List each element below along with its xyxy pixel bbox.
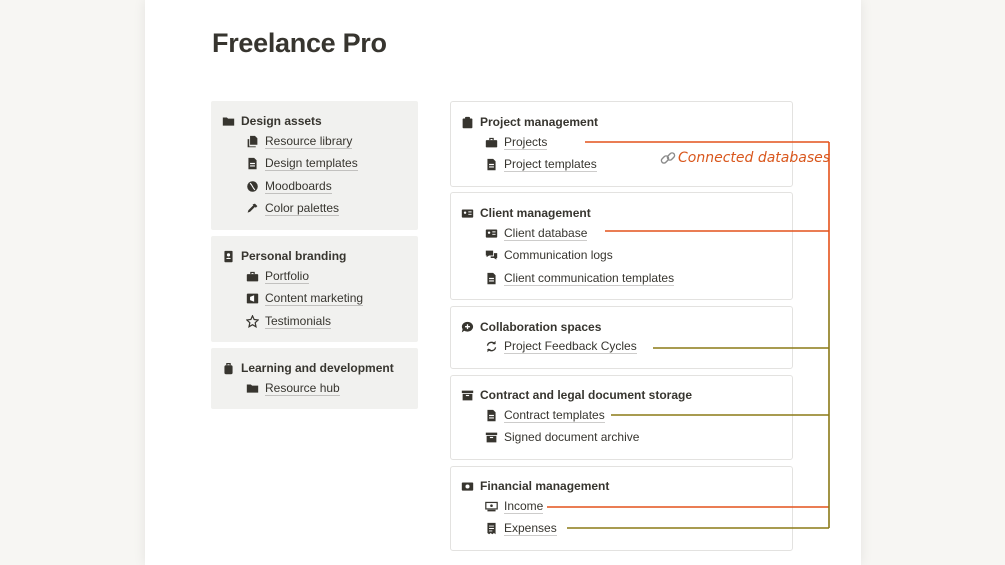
project-management-heading[interactable]: Project management bbox=[460, 115, 598, 129]
client-management-heading[interactable]: Client management bbox=[460, 206, 591, 220]
globe-icon bbox=[245, 180, 259, 194]
color-palettes-link[interactable]: Color palettes bbox=[245, 201, 340, 216]
financial-card bbox=[450, 466, 793, 551]
connected-databases-label: Connected databases bbox=[678, 150, 831, 166]
eyedropper-icon bbox=[245, 202, 259, 216]
archive-box-icon bbox=[460, 388, 474, 402]
resource-hub-link[interactable]: Resource hub bbox=[245, 381, 340, 396]
chat-add-icon bbox=[460, 320, 474, 334]
document-icon bbox=[484, 158, 498, 172]
link-icon bbox=[660, 150, 676, 166]
portfolio-link[interactable]: Portfolio bbox=[245, 269, 310, 284]
project-templates-link[interactable]: Project templates bbox=[484, 157, 597, 172]
archive-box-icon bbox=[484, 430, 498, 444]
backpack-icon bbox=[221, 361, 235, 375]
document-icon bbox=[245, 157, 259, 171]
personal-branding-block bbox=[211, 236, 418, 342]
design-assets-heading[interactable]: Design assets bbox=[221, 114, 322, 128]
files-icon bbox=[245, 135, 259, 149]
money-icon bbox=[460, 479, 474, 493]
megaphone-icon bbox=[245, 292, 259, 306]
briefcase-icon bbox=[245, 270, 259, 284]
learning-block bbox=[211, 348, 418, 409]
star-icon bbox=[245, 315, 259, 329]
chat-bubbles-icon bbox=[484, 248, 498, 262]
clipboard-icon bbox=[460, 115, 474, 129]
id-card-icon bbox=[460, 206, 474, 220]
client-database-link[interactable]: Client database bbox=[484, 226, 588, 241]
projects-link[interactable]: Projects bbox=[484, 135, 548, 150]
collaboration-card bbox=[450, 306, 793, 369]
learning-heading[interactable]: Learning and development bbox=[221, 361, 394, 375]
income-link[interactable]: Income bbox=[484, 499, 544, 514]
contract-heading[interactable]: Contract and legal document storage bbox=[460, 388, 692, 402]
document-icon bbox=[484, 409, 498, 423]
communication-logs-link[interactable]: Communication logs bbox=[484, 248, 613, 262]
moodboards-link[interactable]: Moodboards bbox=[245, 179, 332, 194]
cash-icon bbox=[484, 500, 498, 514]
signed-document-archive-link[interactable]: Signed document archive bbox=[484, 430, 639, 444]
page-title: Freelance Pro bbox=[212, 28, 387, 58]
folder-icon bbox=[221, 114, 235, 128]
project-feedback-cycles-link[interactable]: Project Feedback Cycles bbox=[484, 339, 637, 354]
briefcase-icon bbox=[484, 136, 498, 150]
client-management-card bbox=[450, 192, 793, 300]
resource-library-link[interactable]: Resource library bbox=[245, 134, 353, 149]
client-communication-templates-link[interactable]: Client communication templates bbox=[484, 271, 675, 286]
folder-icon bbox=[245, 382, 259, 396]
receipt-icon bbox=[484, 522, 498, 536]
project-management-card bbox=[450, 101, 793, 187]
connected-databases-annotation: Connected databases bbox=[660, 150, 830, 166]
personal-branding-heading[interactable]: Personal branding bbox=[221, 249, 346, 263]
contract-card bbox=[450, 375, 793, 460]
contract-templates-link[interactable]: Contract templates bbox=[484, 408, 605, 423]
content-marketing-link[interactable]: Content marketing bbox=[245, 291, 364, 306]
testimonials-link[interactable]: Testimonials bbox=[245, 314, 332, 329]
design-assets-block bbox=[211, 101, 418, 230]
contact-book-icon bbox=[221, 249, 235, 263]
document-icon bbox=[484, 272, 498, 286]
sync-icon bbox=[484, 340, 498, 354]
expenses-link[interactable]: Expenses bbox=[484, 521, 557, 536]
financial-heading[interactable]: Financial management bbox=[460, 479, 609, 493]
collaboration-heading[interactable]: Collaboration spaces bbox=[460, 320, 601, 334]
design-templates-link[interactable]: Design templates bbox=[245, 156, 358, 171]
id-card-icon bbox=[484, 227, 498, 241]
